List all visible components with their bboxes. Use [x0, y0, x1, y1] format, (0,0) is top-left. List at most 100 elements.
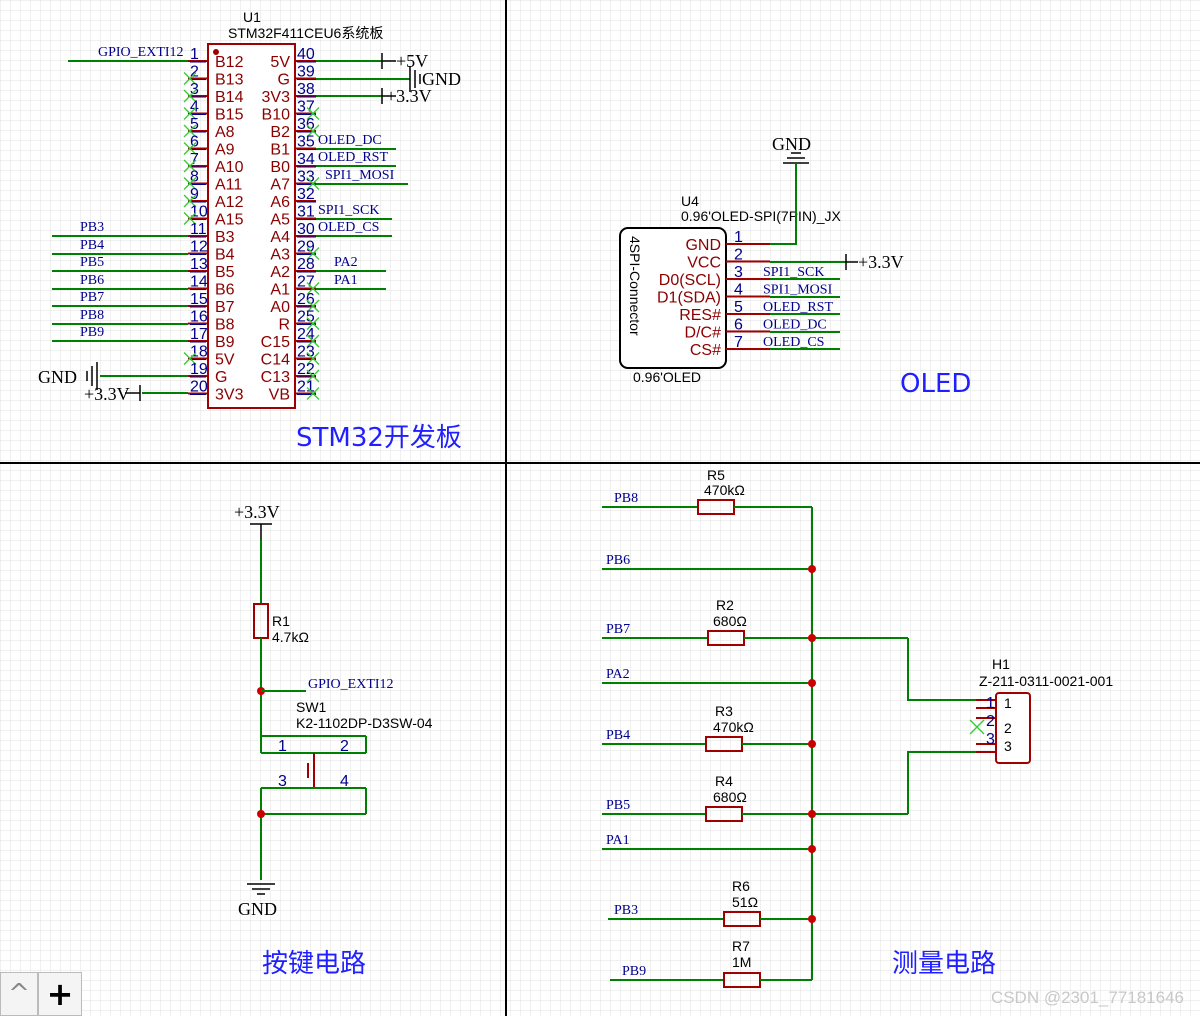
- u1-pin-name: C15: [261, 334, 290, 351]
- u1-pin-number: 35: [297, 134, 315, 151]
- svg-text:Z-211-0311-0021-001: Z-211-0311-0021-001: [979, 673, 1113, 689]
- u1-pin-name: B9: [215, 334, 235, 351]
- u1-pin-name: B0: [270, 159, 290, 176]
- u4-net-label: OLED_RST: [763, 300, 833, 315]
- svg-text:1M: 1M: [732, 954, 751, 970]
- net-label-pa1: PA1: [606, 833, 630, 848]
- u4-pin-name: CS#: [690, 342, 721, 359]
- u1-pin-name: A2: [270, 264, 290, 281]
- svg-text:R4: R4: [715, 773, 733, 789]
- net-label-pb3: PB3: [614, 903, 638, 918]
- u1-3v3-left-label: +3.3V: [84, 384, 130, 404]
- u1-pin-name: A1: [270, 282, 290, 299]
- u1-pin-number: 18: [190, 344, 208, 361]
- u1-pin-number: 31: [297, 204, 315, 221]
- net-label-oled-dc: OLED_DC: [318, 133, 382, 148]
- u1-pin-name: A4: [270, 229, 290, 246]
- u1-pin-number: 20: [190, 379, 208, 396]
- u4-pin-number: 5: [734, 299, 743, 316]
- u4-pin-number: 2: [734, 247, 743, 264]
- svg-text:3: 3: [986, 731, 995, 748]
- junction-dot: [257, 810, 265, 818]
- net-label-pa2: PA2: [606, 667, 630, 682]
- u1-pin-name: A7: [270, 177, 290, 194]
- net-label-pb4: PB4: [80, 238, 104, 253]
- net-label-pb7: PB7: [80, 290, 104, 305]
- u1-pin-name: 5V: [270, 54, 290, 71]
- u1-pin-name: B13: [215, 72, 244, 89]
- u4-component[interactable]: U4 0.96'OLED-SPI(7PIN)_JX 4SPI-Connector…: [619, 193, 842, 385]
- net-label-spi1-mosi: SPI1_MOSI: [325, 168, 395, 183]
- net-label-oled-rst: OLED_RST: [318, 150, 388, 165]
- u1-pin-number: 14: [190, 274, 208, 291]
- svg-text:R6: R6: [732, 878, 750, 894]
- u1-5v-label: +5V: [396, 51, 428, 71]
- u4-net-label: SPI1_MOSI: [763, 283, 833, 298]
- u1-pin-name: C14: [261, 352, 290, 369]
- key-3v3-label: +3.3V: [234, 502, 280, 522]
- svg-text:2: 2: [340, 738, 349, 755]
- svg-text:1: 1: [1004, 695, 1012, 711]
- u1-pin-name: B4: [215, 247, 235, 264]
- u1-pin-number: 8: [190, 169, 199, 186]
- u1-pin-number: 34: [297, 151, 315, 168]
- svg-text:2: 2: [1004, 720, 1012, 736]
- svg-text:R3: R3: [715, 703, 733, 719]
- u1-pin-name: A15: [215, 212, 244, 229]
- u4-pin-name: D0(SCL): [659, 272, 721, 289]
- u1-pin-name: A10: [215, 159, 244, 176]
- u1-pin-number: 13: [190, 256, 208, 273]
- u4-pin-number: 3: [734, 264, 743, 281]
- u1-pin-name: A9: [215, 142, 235, 159]
- u1-pin-name: B1: [270, 142, 290, 159]
- u1-pin-number: 30: [297, 221, 315, 238]
- u4-pin-name: RES#: [679, 307, 721, 324]
- u4-pin-number: 4: [734, 282, 743, 299]
- svg-text:R5: R5: [707, 467, 725, 483]
- u4-footprint: 0.96'OLED: [633, 369, 701, 385]
- svg-text:470kΩ: 470kΩ: [704, 482, 745, 498]
- section-title-oled: OLED: [900, 369, 971, 399]
- u1-pin-number: 16: [190, 309, 208, 326]
- u1-pin-name: G: [215, 369, 227, 386]
- u1-pin-name: R: [278, 317, 290, 334]
- u4-pin-number: 7: [734, 334, 743, 351]
- u4-pins: 1GND2VCC3D0(SCL)SPI1_SCK4D1(SDA)SPI1_MOS…: [657, 229, 833, 359]
- net-label-pb6: PB6: [606, 553, 630, 568]
- u1-pin-number: 15: [190, 291, 208, 308]
- u1-pin-name: VB: [269, 387, 290, 404]
- u1-pin-name: 3V3: [262, 89, 291, 106]
- u1-pin-number: 9: [190, 186, 199, 203]
- u1-pin-name: A8: [215, 124, 235, 141]
- u1-pin-number: 10: [190, 204, 208, 221]
- svg-text:680Ω: 680Ω: [713, 613, 747, 629]
- svg-text:4: 4: [340, 773, 349, 790]
- switch-sw1[interactable]: 1 2 3 4: [261, 735, 367, 815]
- svg-text:H1: H1: [992, 656, 1010, 672]
- u1-pin-number: 38: [297, 81, 315, 98]
- add-sheet-button[interactable]: +: [38, 972, 82, 1016]
- u4-pin-number: 6: [734, 317, 743, 334]
- collapse-button[interactable]: ^: [0, 972, 38, 1016]
- u1-pin-name: C13: [261, 369, 290, 386]
- svg-text:51Ω: 51Ω: [732, 894, 758, 910]
- u1-body: [207, 43, 296, 409]
- net-label-pa1: PA1: [334, 273, 358, 288]
- net-label-pb8: PB8: [80, 308, 104, 323]
- u4-name: 0.96'OLED-SPI(7PIN)_JX: [681, 208, 842, 224]
- u1-pin-name: A6: [270, 194, 290, 211]
- h1-connector[interactable]: H1 Z-211-0311-0021-001 1 2 3 1 2 3: [969, 656, 1113, 764]
- u4-body: [619, 227, 727, 369]
- u1-pin-name: B8: [215, 317, 235, 334]
- u1-pin-name: B7: [215, 299, 235, 316]
- svg-text:470kΩ: 470kΩ: [713, 719, 754, 735]
- svg-text:2: 2: [986, 713, 995, 730]
- net-label-pa2: PA2: [334, 255, 358, 270]
- net-label-pb8: PB8: [614, 491, 638, 506]
- u1-pin-number: 19: [190, 361, 208, 378]
- u1-3v3-right-label: +3.3V: [386, 86, 432, 106]
